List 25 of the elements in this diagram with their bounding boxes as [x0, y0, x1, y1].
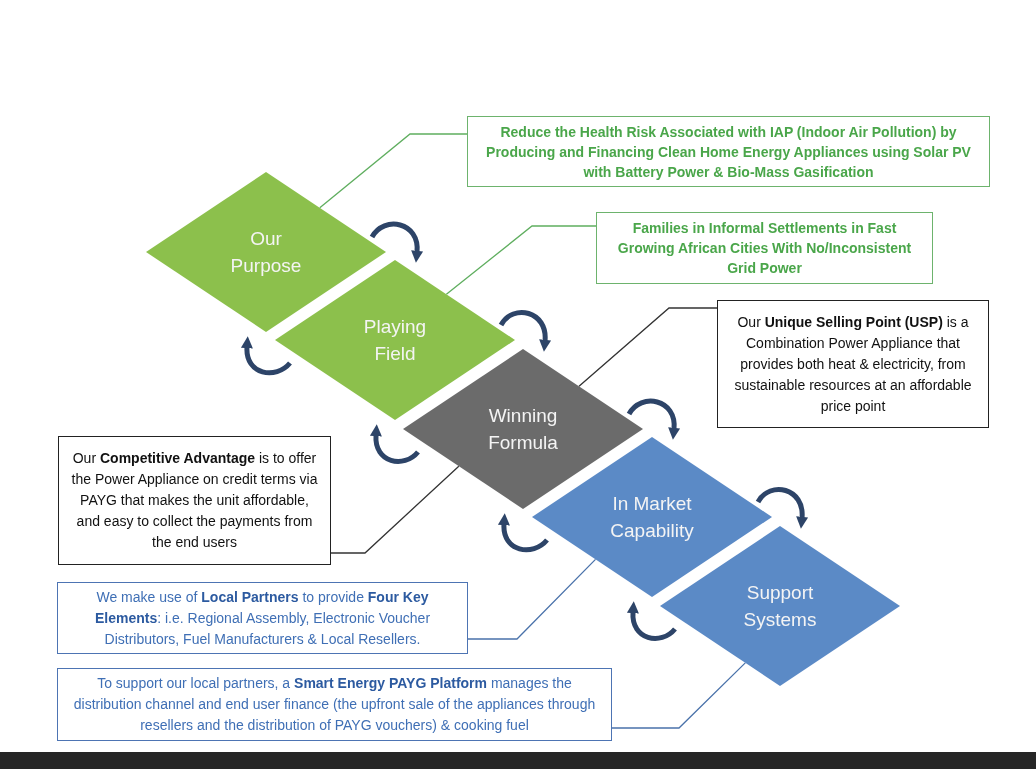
callout-panel [57, 668, 612, 741]
leader-line [330, 465, 460, 554]
step-label: Our Purpose [229, 227, 303, 278]
callout-text: To support our local partners, a Smart Energy PAYG Platform manages the distribution channel and end user finance (the upfront sale of the appliances through resellers and the distribution of PAYG vouchers) & cooking fuel [72, 674, 597, 735]
leader-line [319, 133, 468, 209]
leader-line [445, 225, 597, 295]
callout-panel [58, 436, 331, 565]
callout-panel [467, 116, 990, 187]
leader-line [611, 662, 746, 729]
step-label: Winning Formula [487, 404, 559, 455]
step-label: Support Systems [742, 581, 818, 632]
callout-text: Our Competitive Advantage is to offer the Power Appliance on credit terms via PAYG that makes the unit affordable, and easy to collect the payments from the end users [70, 449, 319, 552]
curved-arrow [241, 336, 292, 376]
callout-panel [57, 582, 468, 654]
callout-panel [596, 212, 933, 284]
callout-text: Families in Informal Settlements in Fast Growing African Cities With No/Inconsistent Grid Power [616, 219, 913, 278]
step-label: In Market Capability [609, 492, 695, 543]
leader-line [578, 307, 718, 387]
callout-text: Our Unique Selling Point (USP) is a Combination Power Appliance that provides both heat & electricity, from sustainable resources at an affordable price point [733, 312, 973, 416]
callout-panel [717, 300, 989, 428]
curved-arrow [498, 513, 549, 553]
callout-text: Reduce the Health Risk Associated with IAP (Indoor Air Pollution) by Producing and Financing Clean Home Energy Appliances using Solar PV with Battery Power & Bio-Mass Gasification [485, 122, 972, 182]
step-label: Playing Field [362, 315, 428, 366]
callout-text: We make use of Local Partners to provide Four Key Elements: i.e. Regional Assembly, Electronic Voucher Distributors, Fuel Manufacturers & Local Resellers. [93, 587, 432, 649]
leader-line [467, 558, 597, 640]
